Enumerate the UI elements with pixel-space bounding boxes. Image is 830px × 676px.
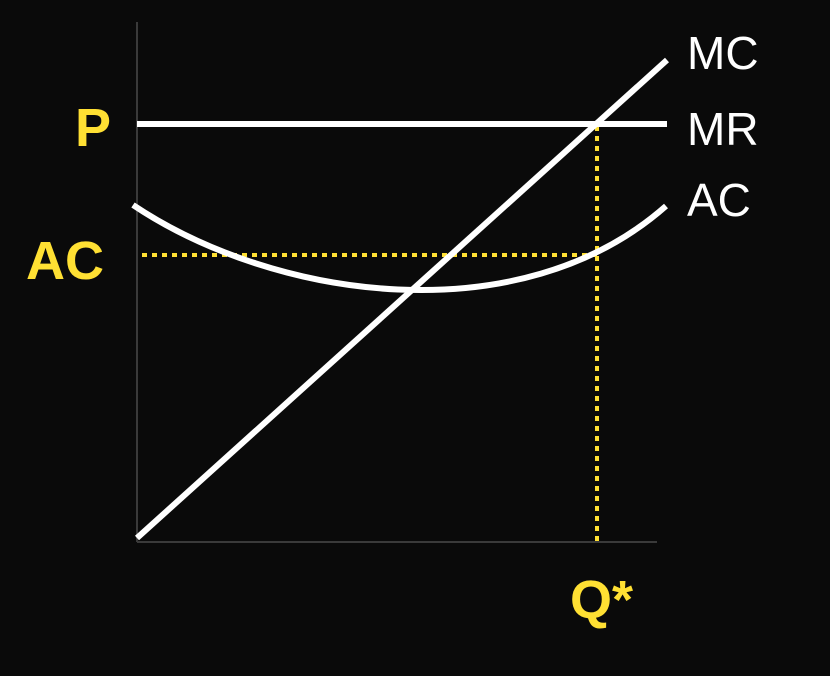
mr-label: MR: [687, 103, 759, 155]
average-cost-label: AC: [26, 231, 104, 291]
mc-label: MC: [687, 27, 759, 79]
price-label: P: [75, 98, 111, 158]
ac-curve-label: AC: [687, 174, 751, 226]
quantity-label: Q*: [570, 570, 633, 630]
mc-curve: [134, 57, 670, 541]
ac-curve: [131, 202, 668, 293]
